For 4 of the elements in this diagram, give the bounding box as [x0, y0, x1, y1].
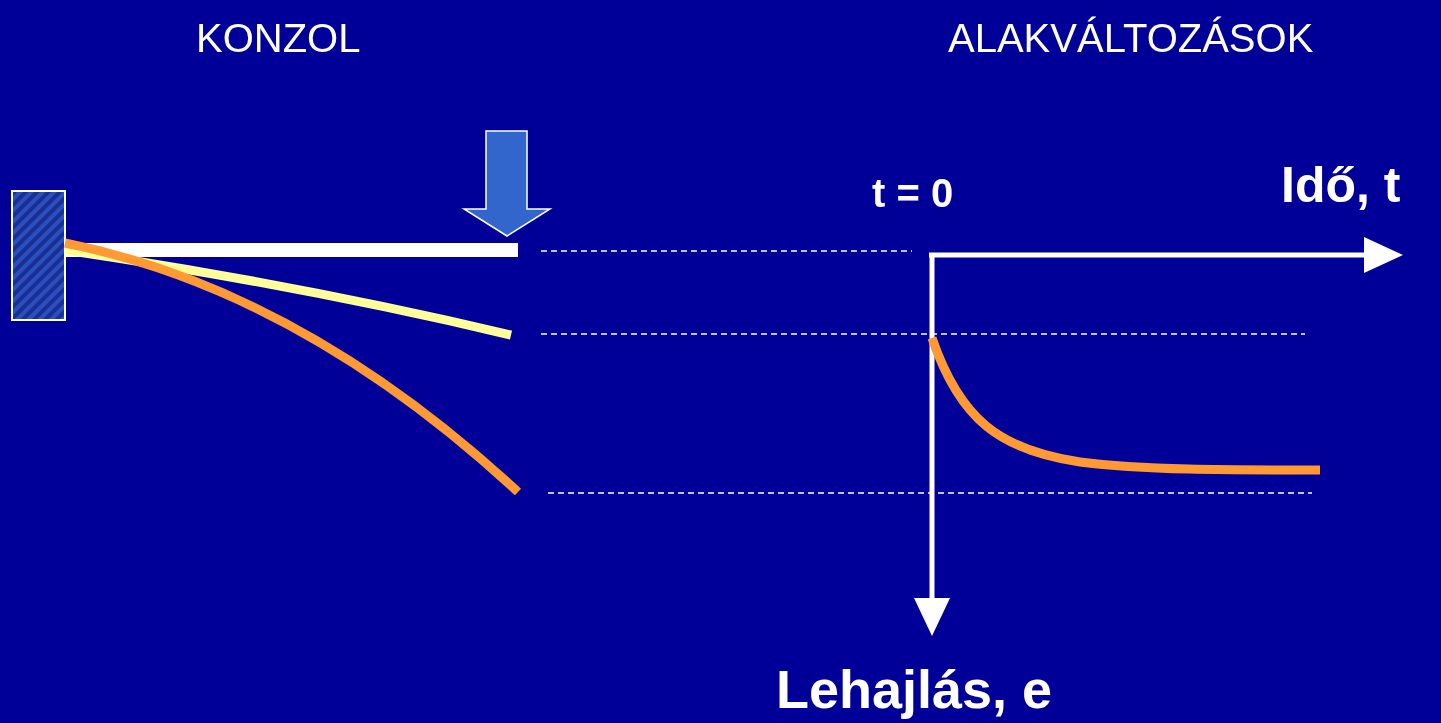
axis-label: Idő, t	[1281, 160, 1401, 210]
heading: KONZOL	[196, 18, 361, 58]
heading: ALAKVÁLTOZÁSOK	[948, 18, 1314, 58]
axis-label: t = 0	[872, 173, 954, 213]
